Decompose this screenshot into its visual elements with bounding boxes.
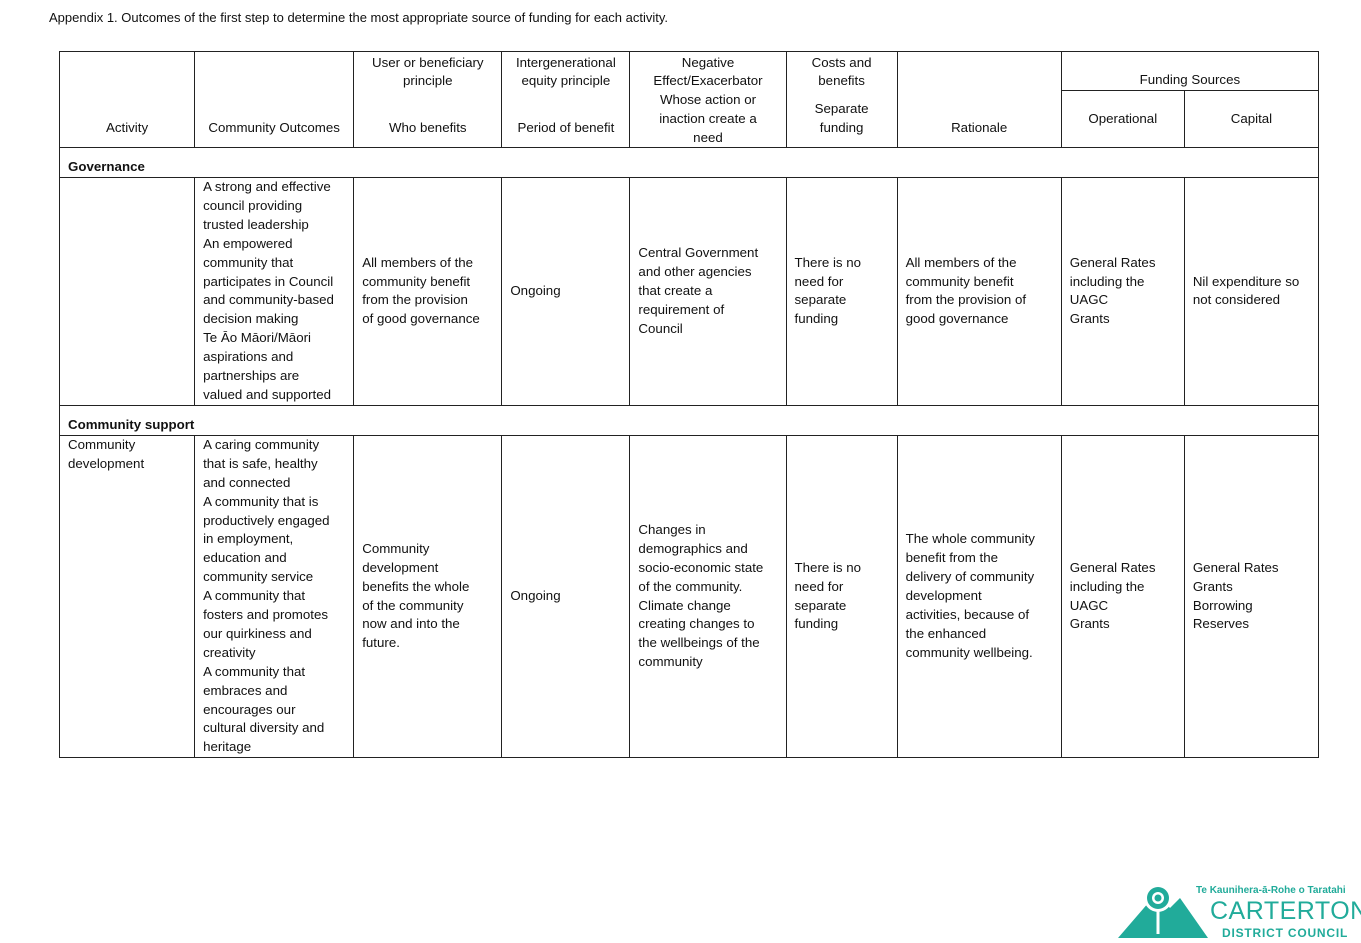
cell-negative: Central Government and other agencies th… [629,177,787,406]
header-row: Activity Community Outcomes User or bene… [58,51,1320,148]
logo-tagline: Te Kaunihera-ā-Rohe o Taratahi [1196,885,1346,896]
cell-operational: General Rates including the UAGC Grants [1060,177,1185,406]
logo-name: CARTERTON [1210,897,1361,925]
funding-table: Activity Community Outcomes User or bene… [58,51,1320,759]
cell-outcomes: A strong and effective council providing… [194,177,355,406]
cell-capital: General Rates Grants Borrowing Reserves [1183,434,1320,759]
section-title: Community support [59,404,1319,436]
section-governance: Governance [59,147,1319,178]
cell-activity [58,177,196,406]
daffodil-mountain-icon [1118,884,1208,938]
section-title: Governance [59,147,1319,178]
logo-subtitle: DISTRICT COUNCIL [1222,926,1349,940]
cell-rationale: The whole community benefit from the del… [896,434,1062,759]
header-operational: Operational [1060,90,1185,148]
cell-capital: Nil expenditure so not considered [1183,177,1320,406]
table-row: A strong and effective council providing… [58,177,1320,406]
header-outcomes: Community Outcomes [194,51,355,148]
cell-period: Ongoing [501,434,631,759]
table-row: Community development A caring community… [58,434,1320,759]
cell-activity: Community development [58,434,196,759]
section-community-support: Community support [59,404,1319,436]
cell-separate-funding: There is no need for separate funding [785,177,898,406]
cell-rationale: All members of the community benefit fro… [896,177,1062,406]
header-activity: Activity [58,51,196,148]
cell-period: Ongoing [501,177,631,406]
header-funding-sources: Funding Sources [1060,51,1320,91]
cell-who-benefits: Community development benefits the whole… [353,434,503,759]
cell-negative: Changes in demographics and socio-econom… [629,434,787,759]
header-capital: Capital [1183,90,1320,148]
carterton-logo: Te Kaunihera-ā-Rohe o Taratahi CARTERTON… [1118,880,1361,940]
appendix-caption: Appendix 1. Outcomes of the first step t… [49,10,669,25]
cell-operational: General Rates including the UAGC Grants [1060,434,1185,759]
header-rationale: Rationale [896,51,1062,148]
cell-separate-funding: There is no need for separate funding [785,434,898,759]
cell-who-benefits: All members of the community benefit fro… [353,177,503,406]
cell-outcomes: A caring community that is safe, healthy… [194,434,355,759]
